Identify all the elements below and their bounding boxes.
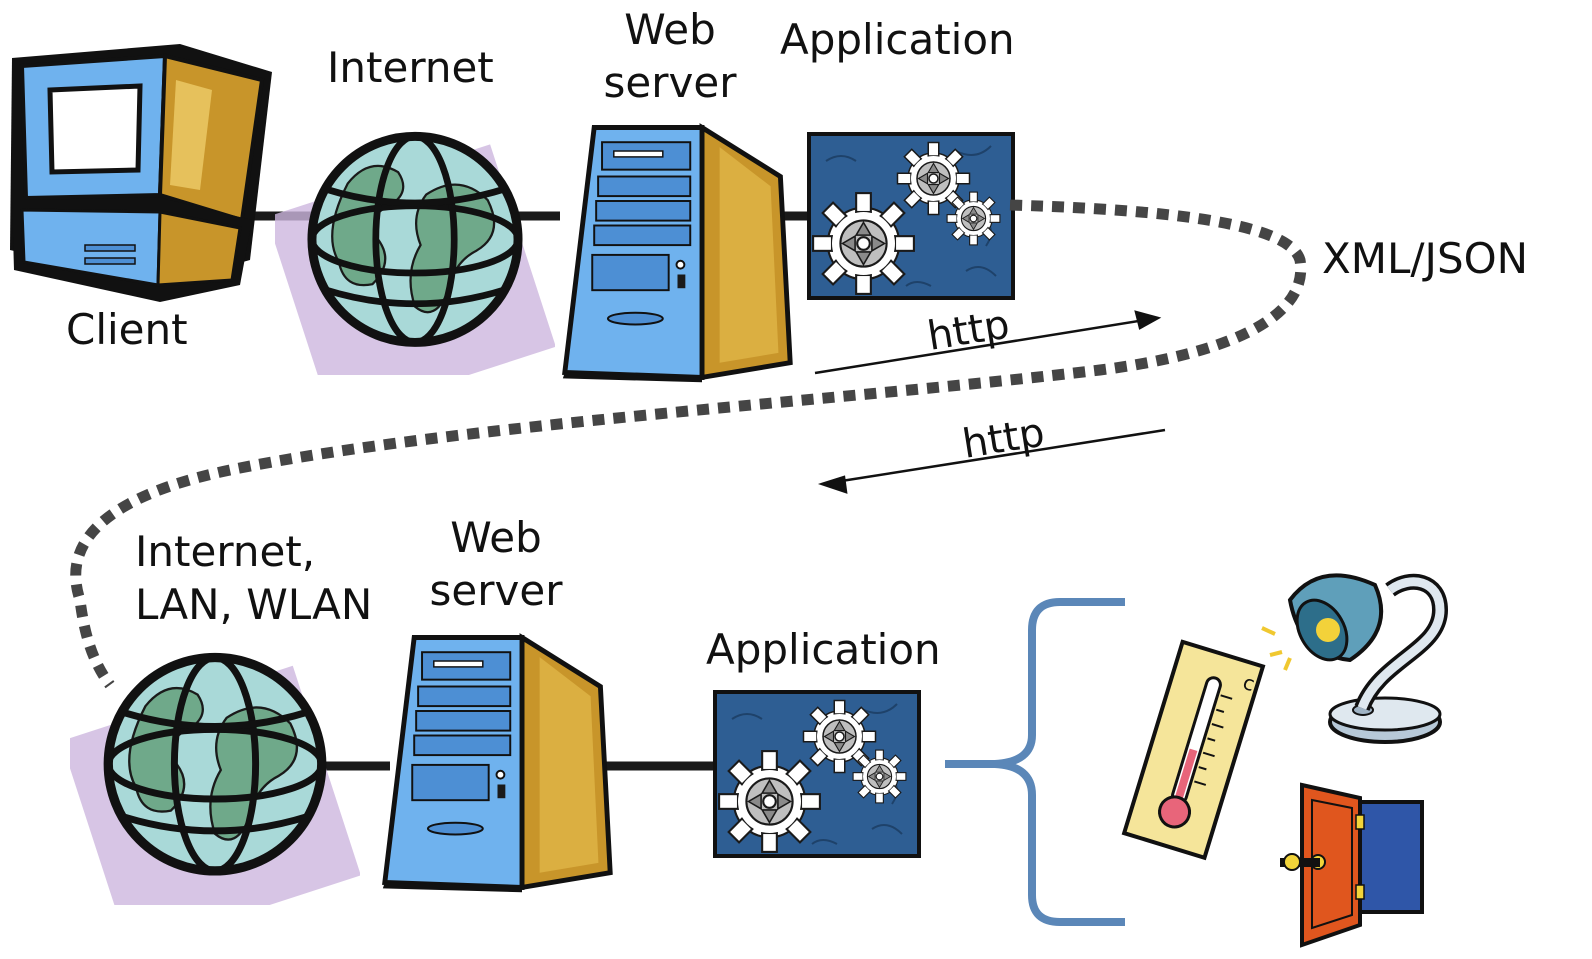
device-web-server-label: Web server [420, 512, 572, 617]
lamp-icon [1261, 573, 1449, 744]
device-web-server-label-line1: Web [450, 513, 542, 562]
response-arrow [817, 428, 1166, 494]
door-icon [1280, 782, 1424, 948]
data-format-label: XML/JSON [1322, 234, 1529, 283]
devices-brace [945, 598, 1125, 926]
device-web-server-label-line2: server [429, 565, 563, 615]
response-label: http [959, 410, 1047, 468]
network-label: Internet, LAN, WLAN [135, 526, 372, 631]
client-label: Client [66, 305, 188, 354]
device-web-server-icon [383, 638, 610, 893]
network-label-line2: LAN, WLAN [135, 579, 373, 629]
web-server-icon [563, 128, 790, 383]
device-application-gears-icon [715, 692, 919, 856]
device-application-label: Application [706, 625, 941, 674]
network-label-line1: Internet, [135, 527, 316, 576]
thermometer-icon: c [1121, 639, 1266, 861]
web-server-label-line2: server [603, 57, 737, 107]
request-label: http [924, 302, 1012, 360]
application-label: Application [780, 15, 1015, 64]
client-computer-icon [10, 44, 272, 302]
internet-label: Internet [327, 43, 494, 92]
request-arrow [814, 310, 1162, 375]
internet-globe-icon [266, 136, 555, 419]
application-gears-icon [809, 134, 1013, 298]
web-server-label-line1: Web [624, 5, 716, 54]
web-server-label: Web server [594, 4, 746, 109]
network-globe-icon [61, 657, 361, 950]
